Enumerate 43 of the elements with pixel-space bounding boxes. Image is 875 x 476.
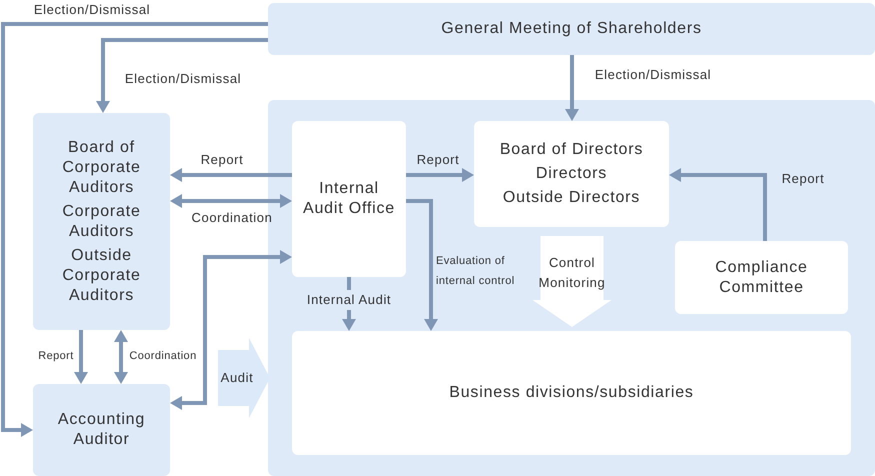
- committee-box: [675, 241, 848, 314]
- edge-label: Election/Dismissal: [594, 67, 712, 83]
- block-arrow: [218, 338, 270, 418]
- edge-label: Audit: [220, 370, 254, 386]
- edge-label: Report: [782, 171, 824, 187]
- node-text: Business divisions/subsidiaries: [449, 383, 694, 403]
- auditor-box: [33, 384, 170, 476]
- divisions-box: [292, 331, 851, 455]
- edge-label: Report: [200, 152, 244, 168]
- node-text: General Meeting of Shareholders: [441, 19, 702, 39]
- connector-arrow: [565, 55, 579, 121]
- block-arrow: [532, 236, 612, 327]
- connector-arrow: [1, 22, 268, 437]
- edge-label: Coordination: [192, 210, 272, 226]
- connector-arrow: [170, 168, 292, 182]
- connector-arrow: [170, 250, 292, 410]
- connector-arrow: [114, 330, 128, 384]
- connector-arrow: [406, 199, 438, 331]
- connector-arrow: [74, 330, 88, 384]
- connector-arrow: [170, 194, 292, 208]
- node-text: Accounting Auditor: [56, 410, 146, 450]
- edge-label: Evaluation of internal control: [436, 254, 516, 289]
- node-text: Compliance Committee: [714, 258, 809, 298]
- edge-label: Election/Dismissal: [124, 71, 242, 87]
- node-text: Outside Corporate Auditors: [61, 246, 142, 306]
- edge-label: Report: [416, 152, 460, 168]
- edge-label: Coordination: [129, 349, 197, 364]
- edge-label: Report: [38, 349, 74, 364]
- node-text: Board of Corporate Auditors: [61, 138, 142, 198]
- node-text: Corporate Auditors: [61, 202, 142, 242]
- edge-label: Control Monitoring: [538, 254, 606, 292]
- board-box: [474, 121, 669, 227]
- node-text: Directors: [536, 164, 608, 184]
- node-text: Outside Directors: [502, 188, 640, 208]
- node-text: Board of Directors: [500, 140, 644, 160]
- office-box: [292, 121, 406, 277]
- connector-arrow: [96, 38, 268, 113]
- auditors-box: [33, 113, 170, 330]
- meeting-box: [268, 3, 875, 55]
- connector-arrow: [669, 168, 767, 241]
- node-text: Internal Audit Office: [302, 179, 396, 219]
- edge-label: Election/Dismissal: [34, 2, 150, 18]
- connector-arrow: [406, 168, 474, 182]
